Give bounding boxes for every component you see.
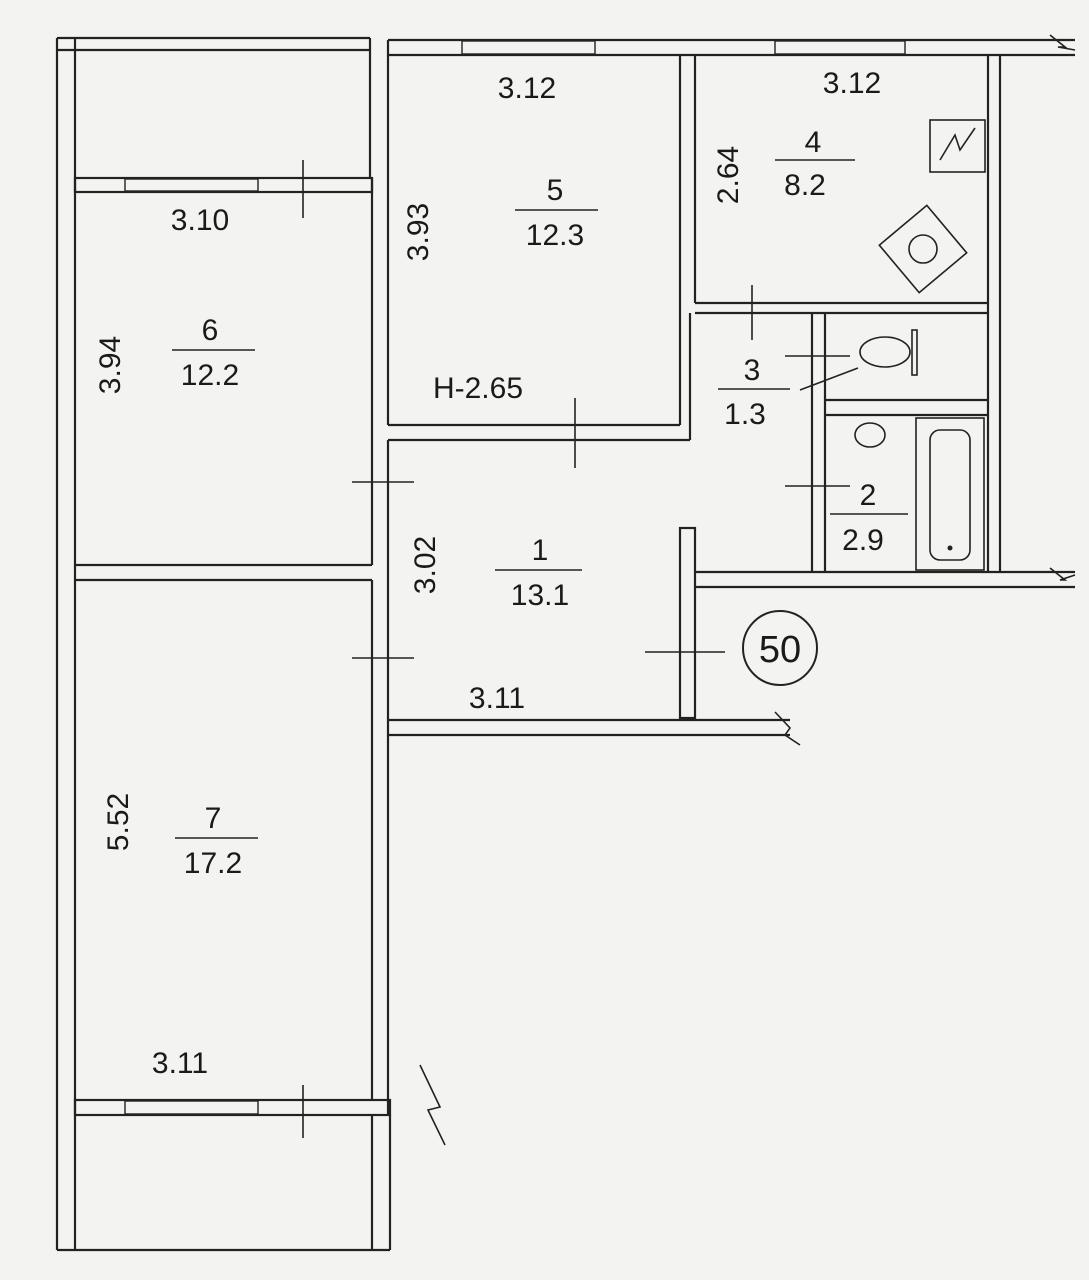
room-number: 3	[744, 354, 761, 387]
dimension-label: 5.52	[102, 793, 135, 851]
door-ticks	[302, 34, 1076, 1146]
ceiling-height-label: H-2.65	[433, 372, 523, 405]
toilet-icon	[859, 336, 911, 368]
room-number: 7	[205, 802, 222, 835]
dimension-label: 3.94	[94, 336, 127, 394]
dimension-label: 3.11	[469, 682, 525, 715]
room-number: 1	[532, 534, 549, 567]
dimension-label: 3.11	[152, 1047, 208, 1080]
dimension-label: 3.02	[409, 536, 442, 594]
fixtures	[854, 119, 986, 571]
dimension-label: 3.12	[823, 67, 881, 100]
room-4-label: 4 8.2	[775, 126, 855, 202]
dimension-label: 3.93	[402, 203, 435, 261]
room-area: 12.3	[526, 219, 584, 252]
room-number: 6	[202, 314, 219, 347]
room-1-label: 1 13.1	[495, 534, 582, 612]
stove-icon	[878, 204, 968, 294]
room-area: 2.9	[842, 524, 884, 557]
dimension-label: 3.10	[171, 204, 229, 237]
room-number: 5	[547, 174, 564, 207]
apartment-number-badge: 50	[742, 610, 818, 686]
room-2-label: 2 2.9	[830, 479, 908, 557]
room-number: 2	[860, 479, 877, 512]
room-area: 13.1	[511, 579, 569, 612]
sink-icon	[854, 422, 886, 448]
room-7-label: 7 17.2	[175, 802, 258, 880]
exterior-walls	[55, 36, 1075, 1252]
apartment-number: 50	[759, 629, 801, 671]
room-area: 12.2	[181, 359, 239, 392]
windows	[124, 40, 906, 1115]
room-area: 1.3	[724, 398, 766, 431]
room-area: 8.2	[784, 169, 826, 202]
boiler-icon	[929, 119, 986, 173]
room-5-label: 5 12.3	[515, 174, 598, 252]
room-3-label: 3 1.3	[718, 354, 790, 431]
room-number: 4	[805, 126, 822, 159]
dimension-label: 2.64	[712, 146, 745, 204]
room-area: 17.2	[184, 847, 242, 880]
bathtub-icon	[915, 417, 985, 571]
room-6-label: 6 12.2	[172, 314, 255, 392]
dimension-label: 3.12	[498, 72, 556, 105]
